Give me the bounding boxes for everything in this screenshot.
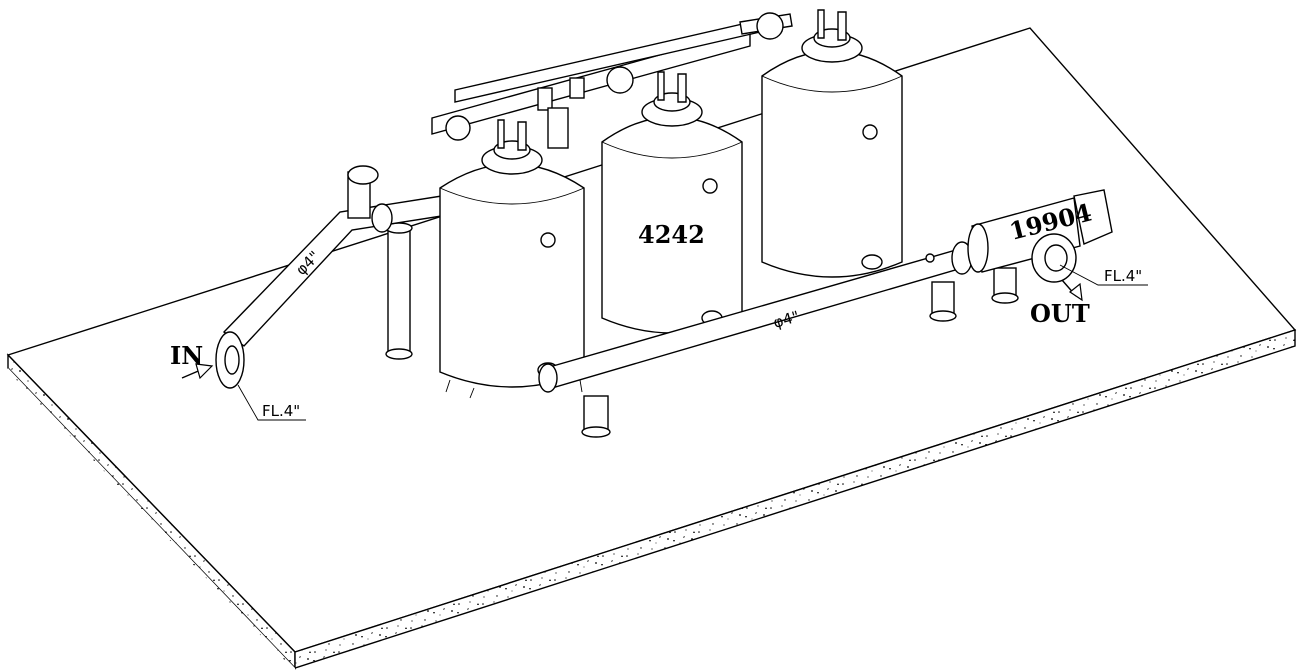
outlet-flange-label: FL.4": [1104, 267, 1142, 285]
inlet-pipe: [215, 165, 449, 389]
inlet-flange-leader: [237, 384, 306, 421]
inlet-label: IN: [170, 341, 203, 370]
outlet-flange-leader: [1059, 264, 1148, 286]
left-vertical-pipe: [385, 222, 413, 360]
rear-fitting: [547, 107, 569, 149]
inlet-flange-label: FL.4": [262, 402, 300, 420]
tank-right: [761, 9, 903, 278]
rear-fitting: [537, 87, 553, 111]
tank-number-label: 4242: [638, 220, 705, 249]
rear-header-pipe: [431, 12, 793, 149]
slab-front-edge: [294, 329, 1296, 669]
rear-valve: [756, 12, 784, 40]
outlet-label: OUT: [1030, 299, 1090, 328]
outlet-header-pipe: [538, 241, 1019, 438]
rear-valve: [445, 115, 471, 141]
rear-fitting: [569, 77, 585, 99]
rear-valve: [606, 66, 634, 94]
tank-left: [439, 119, 585, 399]
annotations: [181, 264, 1148, 421]
tank-middle: 4242: [601, 71, 743, 334]
